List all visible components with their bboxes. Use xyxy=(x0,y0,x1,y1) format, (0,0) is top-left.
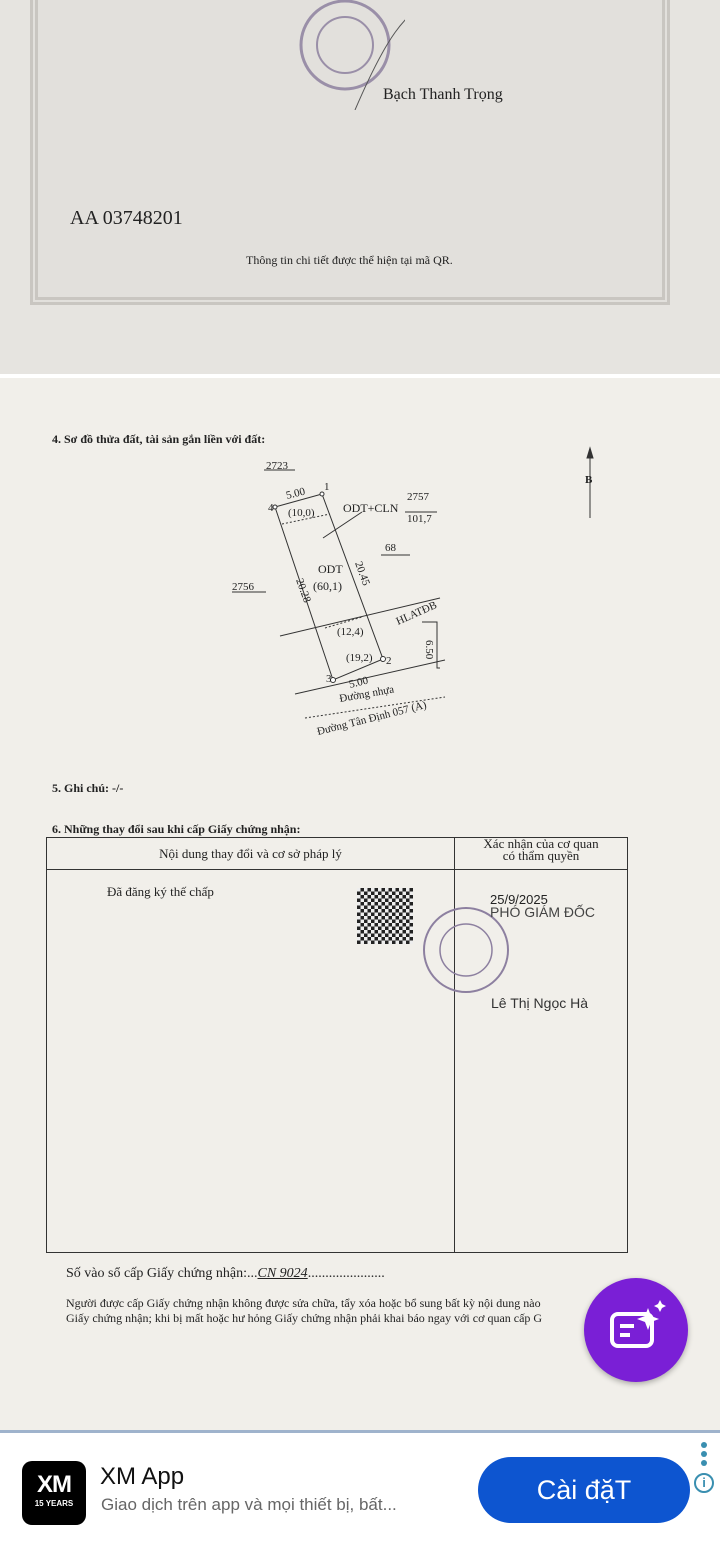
ai-chat-sparkle-icon xyxy=(610,1300,666,1348)
xm-logo: XM 15 YEARS xyxy=(22,1461,86,1525)
officer-name: Lê Thị Ngọc Hà xyxy=(491,995,589,1011)
road-name: Đường Tân Định 057 (A) xyxy=(316,699,428,738)
col-header-content: Nội dung thay đổi và cơ sở pháp lý xyxy=(46,837,455,870)
point-1: 1 xyxy=(324,481,330,493)
serial-number: AA 03748201 xyxy=(70,207,183,229)
parcel-2723: 2723 xyxy=(266,460,289,472)
officer-position: PHÓ GIÁM ĐỐC xyxy=(490,904,596,920)
notice-line-1: Người được cấp Giấy chứng nhận không đượ… xyxy=(66,1296,541,1310)
register-dots: ...................... xyxy=(307,1266,385,1281)
odt-area: (60,1) xyxy=(313,579,342,593)
register-value: CN 9024 xyxy=(257,1266,308,1281)
col2-line2: có thẩm quyền xyxy=(502,848,580,863)
col2-line1: Xác nhận của cơ quan xyxy=(483,836,599,851)
top-area: (10,0) xyxy=(288,507,315,519)
qr-note: Thông tin chi tiết được thể hiện tại mã … xyxy=(246,253,453,267)
logo-text: XM xyxy=(37,1471,72,1498)
previous-page-photo: Bạch Thanh Trọng AA 03748201 Thông tin c… xyxy=(0,0,720,374)
more-options-icon[interactable] xyxy=(699,1441,709,1471)
entry-mortgage: Đã đăng ký thế chấp xyxy=(107,884,214,899)
distance-label: 6.50 xyxy=(423,640,435,660)
land-plot-diagram: 2723 2756 2757 101,7 68 ODT+CLN ODT (60,… xyxy=(232,446,594,738)
changes-table: Nội dung thay đổi và cơ sở pháp lý Xác n… xyxy=(46,837,628,1253)
parcel-2756: 2756 xyxy=(232,581,255,593)
confirmation-cell: 25/9/2025 PHÓ GIÁM ĐỐC Lê Thị Ngọc Hà xyxy=(454,869,628,1253)
notice-line-2: Giấy chứng nhận; khi bị mất hoặc hư hỏng… xyxy=(66,1311,543,1325)
ad-info-icon[interactable]: i xyxy=(694,1473,714,1493)
confirmation-date: 25/9/2025 xyxy=(490,892,548,907)
section6-title: 6. Những thay đổi sau khi cấp Giấy chứng… xyxy=(52,822,301,836)
bot-area: (19,2) xyxy=(346,652,373,664)
certificate-border xyxy=(30,0,670,305)
point-4: 4 xyxy=(268,502,274,514)
section5-title: 5. Ghi chú: -/- xyxy=(52,781,124,795)
ad-description: Giao dịch trên app và mọi thiết bị, bất.… xyxy=(101,1495,397,1514)
parcel-2757-area: 101,7 xyxy=(407,513,432,525)
land-use-odt: ODT xyxy=(318,562,343,576)
edge-top: 5.00 xyxy=(285,485,307,501)
ad-app-name: XM App xyxy=(100,1463,185,1490)
edge-bottom: 5.00 xyxy=(348,674,370,690)
section4-title: 4. Sơ đồ thửa đất, tài sản gắn liền với … xyxy=(52,432,266,446)
ai-chat-button[interactable] xyxy=(584,1278,688,1382)
official-seal-icon xyxy=(299,0,405,110)
register-number: Số vào sổ cấp Giấy chứng nhận:...CN 9024… xyxy=(66,1266,385,1282)
mid-area: (12,4) xyxy=(337,626,364,638)
edge-left: 20.28 xyxy=(293,577,313,605)
point-3: 3 xyxy=(326,673,332,685)
register-label: Số vào sổ cấp Giấy chứng nhận:... xyxy=(66,1266,258,1281)
north-label: B xyxy=(585,474,593,486)
qr-code xyxy=(357,888,413,944)
logo-subtext: 15 YEARS xyxy=(34,1499,74,1508)
parcel-2757: 2757 xyxy=(407,491,430,503)
install-button[interactable]: Cài đặT xyxy=(478,1457,690,1523)
signer-name: Bạch Thanh Trọng xyxy=(383,86,503,103)
parcel-68: 68 xyxy=(385,542,397,554)
land-use-odt-cln: ODT+CLN xyxy=(343,501,399,515)
change-content-cell: Đã đăng ký thế chấp xyxy=(46,869,509,1253)
point-2: 2 xyxy=(386,655,392,667)
